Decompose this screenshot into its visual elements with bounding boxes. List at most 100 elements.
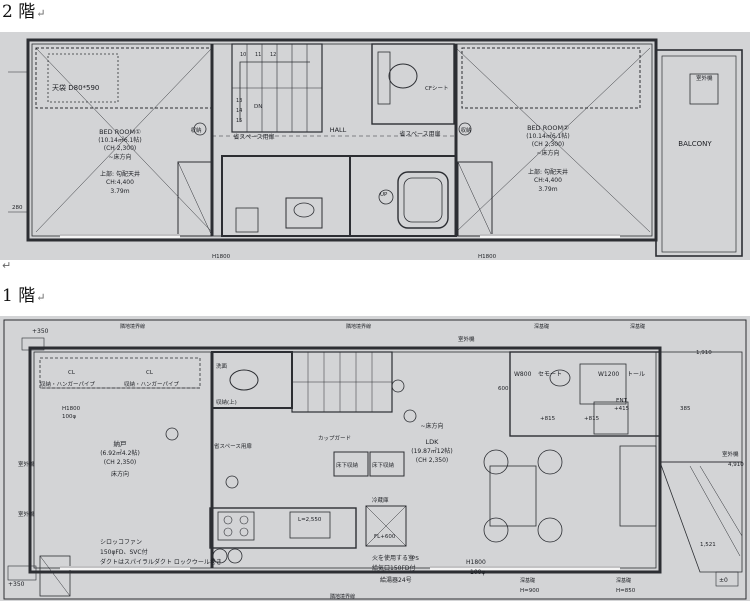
floor-storage-a-label: 床下収納 — [336, 461, 359, 469]
storage-label: 天袋 D80*590 — [52, 83, 99, 92]
storage-up-label: 収納(上) — [216, 398, 237, 406]
bedroom1-area: (10.14㎡6.1帖) — [98, 136, 141, 144]
stair-number: 15 — [236, 118, 242, 124]
closet-label: 収納 — [190, 126, 202, 134]
ldk-area: (19.87㎡12帖) — [411, 447, 453, 455]
fl-label: FL+600 — [374, 534, 396, 540]
ldk-ch: (CH 2,350) — [416, 457, 448, 464]
entrance-label: ENT — [616, 398, 628, 404]
bedroom2-floor: ~床方向 — [536, 149, 559, 157]
stair-up-label: UP — [380, 192, 388, 198]
h1800-a-label: H1800 — [212, 254, 231, 260]
toilet-label: トール — [627, 371, 645, 378]
bedroom2-height: 3.79m — [538, 186, 557, 193]
foundation2-label: 深基礎 — [630, 323, 645, 330]
bedroom2-name: BED ROOM② — [527, 124, 569, 132]
pipe-space-label: PS — [412, 556, 419, 562]
foundation4-label: 深基礎 — [616, 577, 631, 584]
h1800-bottom-sub-label: 100φ — [470, 569, 485, 576]
bedroom1-ch: (CH 2,300) — [104, 145, 136, 152]
boundary-top2-label: 隣地境界線 — [120, 323, 145, 330]
fridge-label: 冷蔵庫 — [372, 496, 389, 504]
elevation-0: ±0 — [719, 577, 728, 584]
bedroom2-area: (10.14㎡6.1帖) — [526, 132, 569, 140]
dim-600-label: 600 — [498, 386, 509, 392]
closet-door-left-label: 省スペース用扉 — [233, 133, 274, 141]
h1800-bottom-label: H1800 — [466, 559, 486, 566]
bedroom1-height: 3.79m — [110, 188, 129, 195]
elevation-385: 385 — [680, 406, 691, 412]
ldk-floor: ~床方向 — [420, 422, 443, 430]
floor1-heading: 1 階↵ — [2, 286, 45, 308]
ac-left-top-label: 室外機 — [18, 460, 35, 468]
elevation-415: +415 — [614, 406, 630, 412]
stair-dn-label: DN — [254, 104, 262, 110]
h900-label: H=900 — [520, 588, 540, 594]
stair-number: 13 — [236, 98, 242, 104]
boundary-bottom-label: 隣地境界線 — [330, 593, 355, 600]
storage-room-floor: 床方向 — [111, 470, 129, 478]
cl-right-label: CL — [146, 370, 154, 376]
w800-label: W800 — [514, 371, 532, 378]
h850-label: H=850 — [616, 588, 636, 594]
stair-number: 10 — [240, 52, 246, 58]
water-heater-label: 給湯器24号 — [380, 576, 412, 584]
floor1-heading-text: 1 階 — [2, 286, 36, 306]
dim-1521: 1,521 — [700, 542, 716, 548]
range-hood-spec-label: 150φFD、SVC付 — [100, 548, 148, 556]
ac-top-label: 室外機 — [458, 335, 475, 343]
ac-right-label: 室外機 — [722, 450, 739, 458]
return-mark-icon: ↵ — [36, 7, 46, 20]
bedroom1-ceiling: 上部: 勾配天井 — [100, 170, 140, 178]
boundary-top-label: 隣地境界線 — [346, 323, 371, 330]
h1800-left-sub-label: 100φ — [62, 414, 76, 420]
floor1-plan-drawing: +350 +350 室外機 室外機 室外機 室外機 LDK (19.87㎡12帖… — [3, 319, 747, 600]
w1200-label: W1200 — [598, 371, 619, 378]
dim-1910: 1,910 — [696, 350, 712, 356]
floor2-plan: 天袋 D80*590 BED ROOM① (10.14㎡6.1帖) (CH 2,… — [0, 32, 750, 260]
ac-left-bottom-label: 室外機 — [18, 510, 35, 518]
storage-room-name: 納戸 — [114, 439, 128, 448]
elevation-350a: +350 — [32, 328, 49, 335]
floor2-heading: 2 階↵ — [2, 2, 45, 24]
bedroom1-name: BED ROOM① — [99, 128, 141, 136]
foundation-label: 深基礎 — [534, 323, 549, 330]
bedroom2-ch-high: CH:4,400 — [534, 177, 562, 184]
wc-floor-label: CFシート — [425, 86, 449, 92]
stair-number: 12 — [270, 52, 276, 58]
elevation-350b: +350 — [8, 581, 25, 588]
counter-guard-label: カップガード — [318, 434, 351, 442]
hanger-right-label: 収納・ハンガーパイプ — [124, 380, 179, 388]
storage-room-ch: (CH 2,350) — [104, 459, 136, 466]
bedroom2-ceiling: 上部: 勾配天井 — [528, 168, 568, 176]
elevation-815-a: +815 — [540, 416, 556, 422]
foundation3-label: 深基礎 — [520, 577, 535, 584]
closet2-label: 収納 — [460, 126, 472, 134]
cl-left-label: CL — [68, 370, 76, 376]
fire-note-label: 火を使用する室 — [372, 554, 414, 562]
dim-4910: 4,910 — [728, 462, 744, 468]
ldk-name: LDK — [426, 438, 440, 446]
bedroom2-ch: (CH 2,300) — [532, 141, 564, 148]
h1800-left-label: H1800 — [62, 406, 81, 412]
floor2-plan-drawing: 天袋 D80*590 BED ROOM① (10.14㎡6.1帖) (CH 2,… — [8, 38, 743, 260]
floor1-plan: +350 +350 室外機 室外機 室外機 室外機 LDK (19.87㎡12帖… — [0, 316, 750, 601]
closet-door-right-label: 省スペース用扉 — [399, 130, 440, 138]
stair-number: 14 — [236, 108, 242, 114]
sem-label: セモート — [538, 371, 562, 378]
counter-length-label: L=2,550 — [298, 517, 322, 523]
elevation-815-b: +815 — [584, 416, 600, 422]
hanger-left-label: 収納・ハンガーパイプ — [40, 380, 95, 388]
floor-storage-b-label: 床下収納 — [372, 461, 395, 469]
balcony-label: BALCONY — [678, 140, 712, 148]
stair-number: 11 — [255, 52, 261, 58]
h1800-b-label: H1800 — [478, 254, 497, 260]
bedroom1-ch-high: CH:4,400 — [106, 179, 134, 186]
hall-label: HALL — [330, 126, 347, 134]
bedroom1-floor: ~床方向 — [108, 153, 131, 161]
outdoor-unit-label: 室外機 — [696, 74, 713, 82]
return-mark-icon: ↵ — [36, 291, 46, 304]
range-hood-label: シロッコファン — [100, 539, 142, 546]
washroom-label: 洗面 — [216, 362, 228, 370]
return-mark-icon: ↵ — [2, 259, 12, 272]
